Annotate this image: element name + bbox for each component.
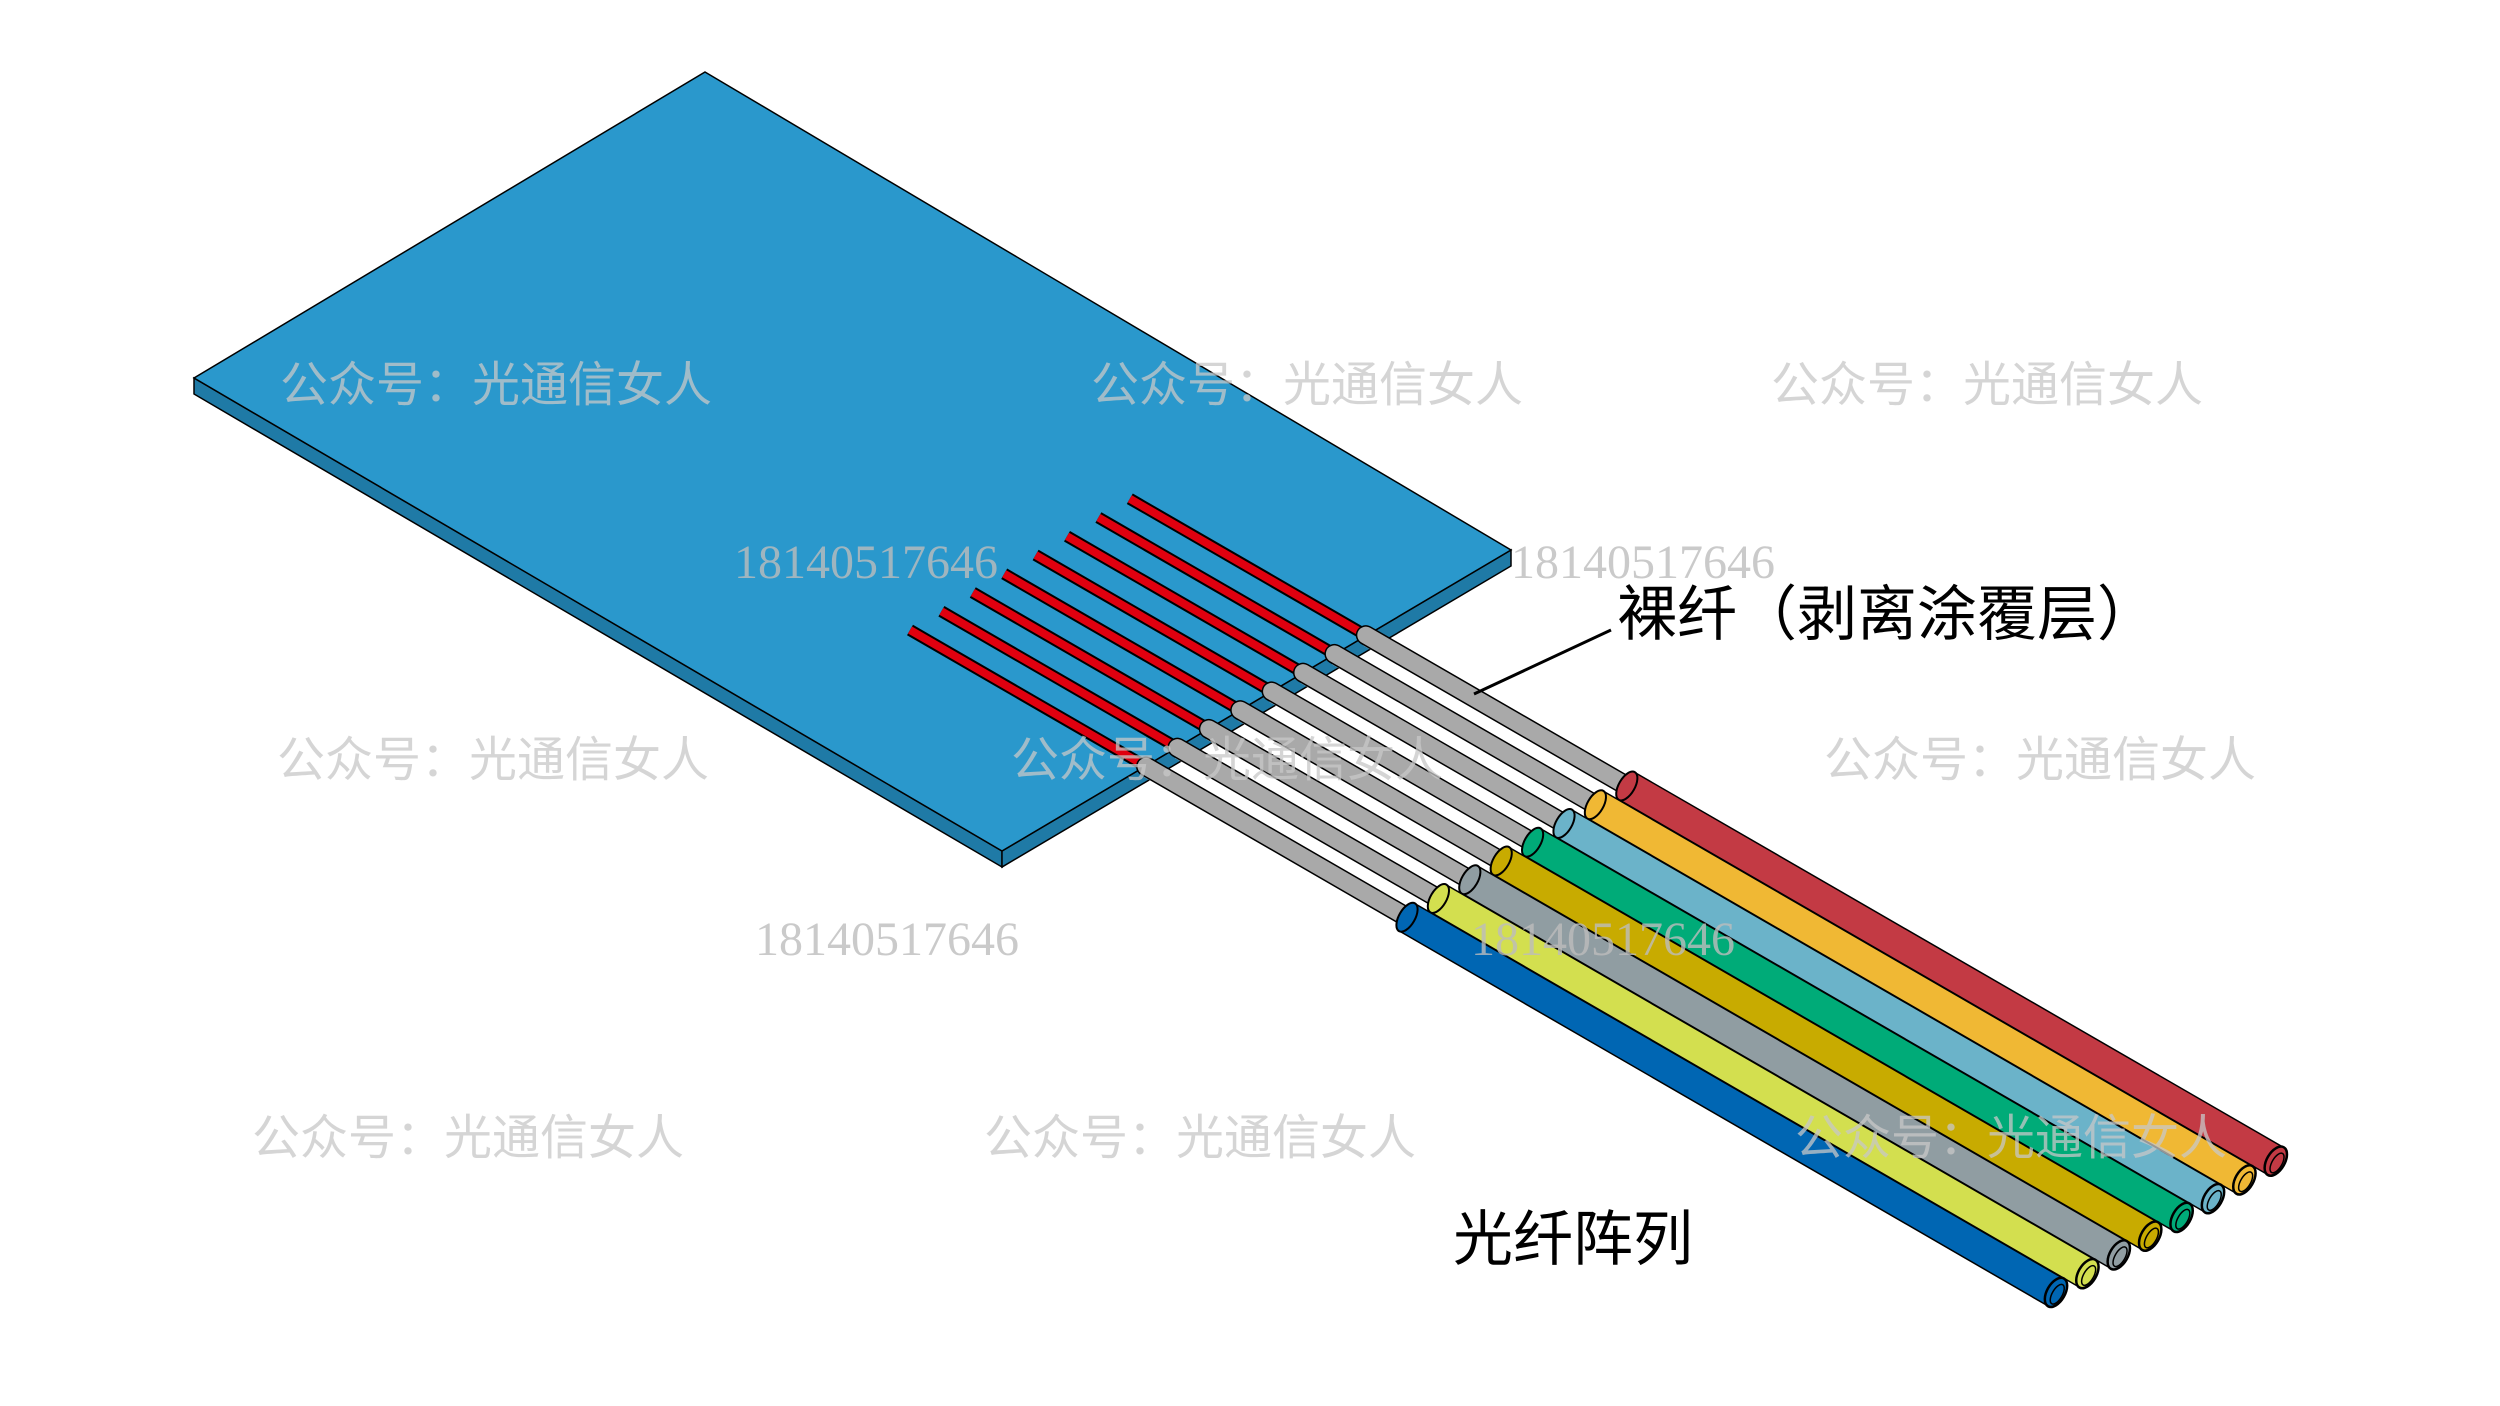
- bare-fiber-label: 裸纤（剥离涂覆层）: [1617, 580, 2157, 650]
- fiber-cable-end-ring: [2206, 1189, 2222, 1212]
- bare-fiber-core-stripe: [1064, 532, 1306, 677]
- bare-fiber-core-stripe: [907, 626, 1149, 770]
- fiber-cable-5: [1556, 810, 2221, 1212]
- watermark: 公众号：光通信女人: [1824, 732, 2257, 788]
- bare-fiber: [1263, 682, 1542, 851]
- bare-fiber: [1200, 720, 1479, 889]
- watermark-phone: 18140517646: [734, 536, 998, 589]
- fiber-cable-1: [1430, 885, 2095, 1287]
- bare-fiber: [1357, 626, 1636, 795]
- bare-fiber: [1325, 645, 1604, 814]
- leader-line: [1473, 628, 1612, 696]
- substrate-top: [192, 71, 1513, 852]
- fiber-cable-end-ring: [2237, 1171, 2254, 1193]
- bare-fiber: [1294, 664, 1573, 833]
- watermark: 公众号：光通信女人: [1771, 357, 2204, 413]
- fiber-cable-end-ring: [2175, 1208, 2191, 1230]
- bare-fiber-core-stripe: [1002, 570, 1243, 714]
- watermark-phone: 18140517646: [1511, 536, 1775, 589]
- fiber-cable-end-ring: [2080, 1264, 2097, 1287]
- watermark: 公众号：光通信女人: [277, 732, 710, 788]
- watermark: 公众号：光通信女人: [1011, 732, 1444, 788]
- fiber-cable-6: [1587, 791, 2252, 1193]
- bare-fiber: [1137, 757, 1416, 926]
- fiber-cable-start-cap: [1395, 901, 1419, 933]
- bare-fiber-core-stripe: [1127, 495, 1368, 639]
- fiber-cable-end-ring: [2269, 1152, 2285, 1174]
- watermark-phone: 18140517646: [1471, 913, 1735, 966]
- fiber-array-label: 光纤阵列: [1453, 1205, 1693, 1275]
- fiber-cable-0: [1399, 904, 2064, 1306]
- fiber-cable-end-ring: [2143, 1227, 2160, 1249]
- bare-fiber-core-stripe: [1096, 514, 1337, 658]
- watermark: 公众号：光通信女人: [1091, 357, 1524, 413]
- bare-fiber: [1231, 701, 1510, 870]
- fiber-group: [906, 493, 2289, 1309]
- bare-fiber-core-stripe: [1033, 551, 1274, 695]
- fiber-cable-3: [1493, 848, 2158, 1250]
- watermark: 公众号：光通信女人: [1795, 1110, 2228, 1166]
- fiber-cable-7: [1619, 773, 2284, 1175]
- fiber-cable-end-ring: [2112, 1246, 2128, 1268]
- bare-fiber: [1168, 739, 1447, 908]
- watermark-phone: 18140517646: [755, 913, 1019, 966]
- bare-fiber-core-stripe: [970, 589, 1211, 733]
- fiber-cable-4: [1525, 829, 2190, 1231]
- fiber-cable-end-ring: [2049, 1283, 2065, 1305]
- bare-fiber-core-stripe: [939, 607, 1180, 752]
- watermark: 公众号：光通信女人: [280, 357, 713, 413]
- watermark: 公众号：光通信女人: [252, 1110, 685, 1166]
- fiber-cable-2: [1462, 866, 2127, 1268]
- watermark: 公众号：光通信女人: [984, 1110, 1417, 1166]
